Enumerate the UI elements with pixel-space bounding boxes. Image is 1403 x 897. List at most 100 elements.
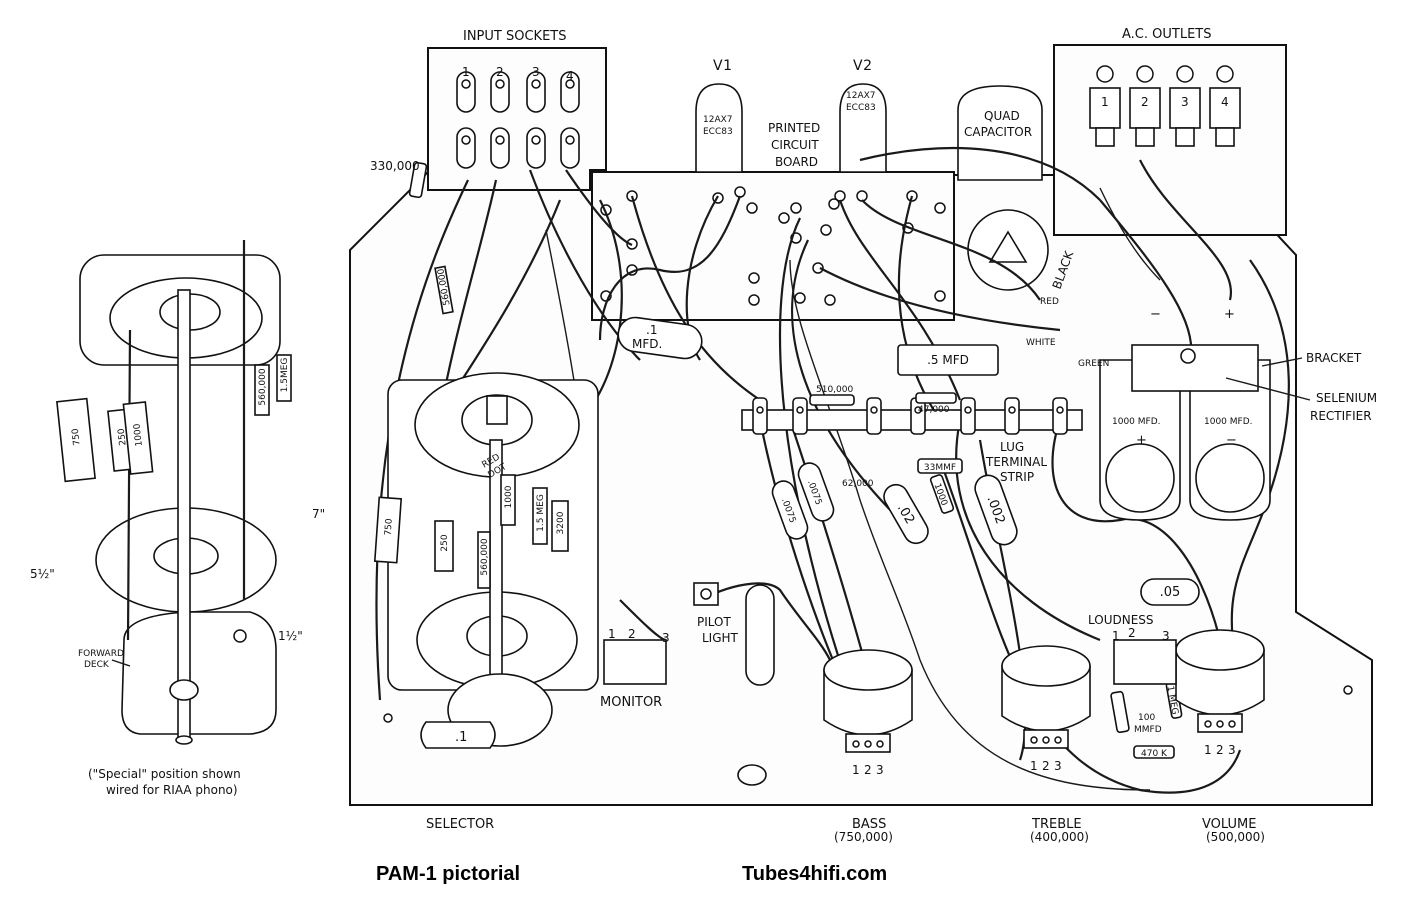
capacitor-100mmfd	[1110, 690, 1130, 734]
wire-twisted	[1099, 187, 1161, 281]
bass-label: BASS	[852, 817, 886, 832]
mount-hole	[1343, 685, 1353, 695]
filter-cap-plus-value: 1000 MFD.	[1112, 417, 1161, 427]
treble-pot-lug-hole	[1030, 736, 1038, 744]
input-socket-number: 4	[566, 69, 574, 83]
capacitor-05mfd-body	[897, 344, 999, 376]
wire	[565, 169, 633, 247]
wire	[699, 582, 831, 661]
ac-outlet-panel	[1053, 44, 1287, 236]
capacitor-05-value: .05	[1160, 585, 1181, 600]
selector-resistor-250-body	[434, 520, 454, 572]
wire	[819, 267, 1061, 332]
input-jack-hole	[531, 79, 541, 89]
bass-value: (750,000)	[834, 830, 893, 844]
control-labels: SELECTOR BASS (750,000) TREBLE (400,000)…	[426, 817, 1265, 844]
input-jack[interactable]	[560, 127, 580, 169]
filter-capacitors: 1000 MFD. 1000 MFD. + − − + BRACKET SELE…	[1026, 307, 1377, 521]
deck-rod	[126, 329, 132, 641]
input-jack[interactable]	[490, 71, 510, 113]
selector-cap-body	[420, 721, 496, 749]
ac-outlet-screw	[1136, 65, 1154, 83]
quad-capacitor-triangle	[988, 230, 1028, 263]
deck-resistor-560000-body	[254, 364, 270, 416]
pcb-eyelet	[934, 202, 946, 214]
filter-cap-minus-value: 1000 MFD.	[1204, 417, 1253, 427]
selector-resistor-15meg: 1.5 MEG	[532, 487, 548, 545]
pcb-eyelet	[812, 262, 824, 274]
treble-pot-pin-3: 3	[1054, 759, 1062, 773]
input-jack[interactable]	[456, 127, 476, 169]
wire	[598, 195, 742, 341]
deck-mount-plate	[121, 611, 277, 735]
ac-outlet-1[interactable]	[1089, 87, 1121, 129]
deck-screw	[233, 629, 247, 643]
rectifier-bolt	[1180, 348, 1196, 364]
wire	[938, 459, 1242, 794]
input-jack-hole	[461, 79, 471, 89]
ac-outlet-4[interactable]	[1209, 87, 1241, 129]
selector-resistor-250: 250	[434, 520, 454, 572]
ac-outlets-label: A.C. OUTLETS	[1122, 27, 1211, 42]
lug-hole	[1056, 406, 1064, 414]
loudness-pin-1: 1	[1112, 629, 1120, 643]
lug	[960, 397, 976, 435]
ac-outlet-screw	[1176, 65, 1194, 83]
dim-7in: 7"	[312, 507, 325, 521]
ac-outlet-lug	[1215, 127, 1235, 147]
v1-type-line2: ECC83	[703, 127, 733, 137]
input-jack[interactable]	[526, 71, 546, 113]
input-jack[interactable]	[456, 71, 476, 113]
pcb-label-line2: CIRCUIT	[771, 138, 819, 152]
bass-pot-top	[823, 649, 913, 691]
selector-resistor-3200-value: 3200	[556, 511, 566, 534]
forward-deck-leader	[111, 659, 131, 667]
volume-pot-lug-hole	[1216, 720, 1224, 728]
selector-cap-value: .1	[455, 730, 467, 745]
white-wire-label: WHITE	[1026, 338, 1056, 348]
capacitor-33mmf-value: 33MMF	[924, 463, 956, 473]
monitor-pin-3: 3	[662, 631, 670, 645]
capacitor-100mmfd-line2: MMFD	[1134, 725, 1162, 735]
bass-pot-pin-3: 3	[876, 763, 884, 777]
caption-site: Tubes4hifi.com	[742, 863, 887, 885]
quad-capacitor-line2: CAPACITOR	[964, 125, 1032, 139]
lug-hole	[1008, 406, 1016, 414]
pilot-light: PILOT LIGHT	[693, 582, 775, 686]
monitor-switch-body	[603, 639, 667, 685]
pilot-light-label-line2: LIGHT	[702, 631, 739, 645]
resistor-510000	[809, 394, 855, 406]
pilot-lamp	[745, 584, 775, 686]
lug-hole	[914, 406, 922, 414]
input-jack[interactable]	[526, 127, 546, 169]
v2-type-line2: ECC83	[846, 103, 876, 113]
deck-resistor-15meg-value: 1.5MEG	[280, 358, 290, 393]
input-socket-panel	[427, 47, 607, 191]
caption-title: PAM-1 pictorial	[376, 863, 520, 885]
input-jack[interactable]	[490, 127, 510, 169]
deck-resistor-560000-value: 560,000	[258, 368, 268, 405]
v1-label: V1	[713, 58, 732, 74]
input-jack[interactable]	[560, 71, 580, 113]
deck-resistor-1000-value: 1000	[132, 423, 144, 447]
loudness-label: LOUDNESS	[1088, 613, 1154, 627]
input-jack-hole	[531, 135, 541, 145]
deck-resistor-1000: 1000	[122, 401, 154, 475]
capacitor-100mmfd-body	[1110, 690, 1130, 734]
lug-hole	[756, 406, 764, 414]
tube-v1: V1 12AX7 ECC83	[695, 58, 743, 173]
ac-outlet-3[interactable]	[1169, 87, 1201, 129]
wire	[897, 195, 941, 421]
treble-pot-pin-1: 1	[1030, 759, 1038, 773]
deck-resistor-15meg: 1.5MEG	[276, 354, 292, 402]
loudness-pin-2: 2	[1128, 626, 1136, 640]
ac-outlet-number: 1	[1101, 95, 1109, 109]
ac-outlet-lug	[1175, 127, 1195, 147]
dim-5half: 5½"	[30, 567, 55, 581]
selector-resistor-560000: 560,000	[477, 531, 491, 589]
wire-twisted	[789, 259, 1151, 791]
rectifier-minus-sign: −	[1150, 307, 1161, 322]
input-socket-number: 2	[496, 65, 504, 79]
pcb-label-line1: PRINTED	[768, 121, 820, 135]
